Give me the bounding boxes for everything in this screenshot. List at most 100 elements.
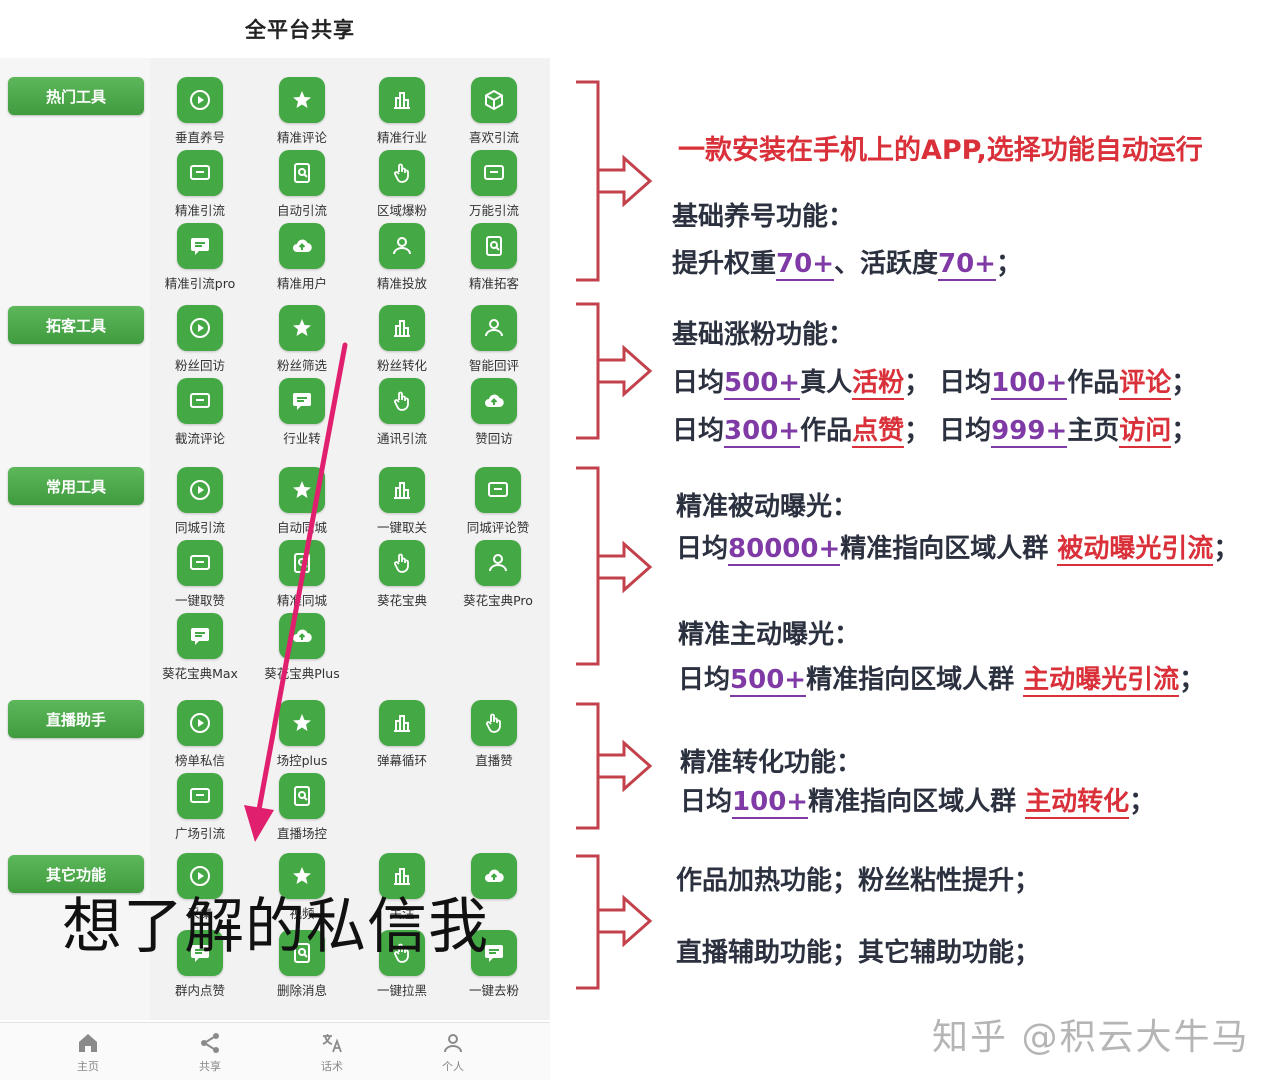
document-search-icon [279, 150, 325, 196]
bar-chart-icon [379, 77, 425, 123]
screen-icon [177, 540, 223, 586]
nav-share[interactable]: 共享 [170, 1031, 250, 1074]
tool-tile[interactable]: 精准用户 [254, 223, 350, 292]
screen-icon [177, 773, 223, 819]
tool-tile[interactable]: 葵花宝典 [354, 540, 450, 609]
brace-arrow-icon [576, 466, 653, 666]
document-search-icon [279, 930, 325, 976]
tool-tile[interactable]: 删除消息 [254, 930, 350, 999]
tool-tile[interactable]: 葵花宝典Pro [450, 540, 546, 609]
page-title: 全平台共享 [245, 18, 355, 42]
note-line: 直播辅助功能；其它辅助功能； [676, 938, 1041, 968]
nav-home[interactable]: 主页 [48, 1031, 128, 1074]
tool-tile[interactable]: 精准引流pro [152, 223, 248, 292]
hand-tap-icon [471, 700, 517, 746]
tool-tile[interactable]: 精准投放 [354, 223, 450, 292]
user-icon [379, 223, 425, 269]
play-icon [177, 77, 223, 123]
tool-tile[interactable]: 自动引流 [254, 150, 350, 219]
screen-icon [475, 467, 521, 513]
chat-icon [279, 378, 325, 424]
share-icon [201, 1033, 219, 1053]
tool-tile[interactable]: 场控plus [254, 700, 350, 769]
note-line: 日均80000+精准指向区域人群 被动曝光引流； [676, 534, 1240, 566]
chat-icon [177, 223, 223, 269]
tool-tile[interactable]: 精准拓客 [446, 223, 542, 292]
cloud-upload-icon [279, 223, 325, 269]
home-icon [79, 1034, 97, 1052]
tool-tile[interactable]: 同城评论赞 [450, 467, 546, 536]
star-icon [279, 853, 325, 899]
tool-tile[interactable]: 精准引流 [152, 150, 248, 219]
overlay-caption: 想了解的私信我 [62, 892, 489, 962]
note-line: 精准转化功能： [680, 748, 863, 778]
hand-tap-icon [379, 378, 425, 424]
bottom-nav: 主页 共享 话术 个人 [0, 1022, 550, 1080]
tool-tile[interactable]: 一键去粉 [446, 930, 542, 999]
note-line: 日均500+真人活粉； 日均100+作品评论； [672, 368, 1198, 400]
tool-tile[interactable]: 精准行业 [354, 77, 450, 146]
tool-tile[interactable]: 直播赞 [446, 700, 542, 769]
note-line: 作品加热功能；粉丝粘性提升； [676, 866, 1041, 896]
star-icon [279, 700, 325, 746]
tool-tile[interactable]: 精准评论 [254, 77, 350, 146]
cube-icon [471, 77, 517, 123]
tool-tile[interactable]: 万能引流 [446, 150, 542, 219]
bar-chart-icon [379, 467, 425, 513]
note-line: 日均500+精准指向区域人群 主动曝光引流； [678, 665, 1206, 697]
tool-tile[interactable]: 视频 [254, 853, 350, 922]
tool-tile[interactable] [446, 853, 542, 899]
bar-chart-icon [379, 305, 425, 351]
tool-tile[interactable]: 垂直养号 [152, 77, 248, 146]
category-other-functions-button[interactable]: 其它功能 [8, 855, 144, 893]
tool-tile[interactable]: 通讯引流 [354, 378, 450, 447]
cloud-upload-icon [471, 378, 517, 424]
cloud-upload-icon [279, 613, 325, 659]
note-line: 提升权重70+、活跃度70+； [672, 249, 1022, 281]
headline: 一款安装在手机上的APP,选择功能自动运行 [678, 135, 1203, 166]
tool-tile[interactable]: 弹幕循环 [354, 700, 450, 769]
document-search-icon [279, 773, 325, 819]
tool-tile[interactable]: 同城引流 [152, 467, 248, 536]
user-icon [475, 540, 521, 586]
nav-scripts[interactable]: 话术 [292, 1031, 372, 1074]
tool-tile[interactable]: 喜欢引流 [446, 77, 542, 146]
tool-tile[interactable]: 截流评论 [152, 378, 248, 447]
tool-tile[interactable]: 赞回访 [446, 378, 542, 447]
feature-annotations: 一款安装在手机上的APP,选择功能自动运行 基础养号功能： 提升权重70+、活跃… [560, 0, 1274, 1080]
tool-tile[interactable]: 行业转 [254, 378, 350, 447]
tool-tile[interactable]: 智能回评 [446, 305, 542, 374]
tool-tile[interactable]: 一键取关 [354, 467, 450, 536]
tool-tile[interactable]: 群内点赞 [152, 930, 248, 999]
tool-tile[interactable]: 广场引流 [152, 773, 248, 842]
note-line: 基础养号功能： [672, 202, 855, 232]
hand-tap-icon [379, 150, 425, 196]
tool-tile[interactable]: 榜单私信 [152, 700, 248, 769]
category-customer-tools-button[interactable]: 拓客工具 [8, 306, 144, 344]
category-hot-tools-button[interactable]: 热门工具 [8, 77, 144, 115]
tool-tile[interactable]: 葵花宝典Plus [254, 613, 350, 682]
category-common-tools-button[interactable]: 常用工具 [8, 467, 144, 505]
tool-tile[interactable]: 自动同城 [254, 467, 350, 536]
user-icon [471, 305, 517, 351]
tool-tile[interactable]: 区域爆粉 [354, 150, 450, 219]
star-icon [279, 305, 325, 351]
tool-tile[interactable]: 精准同城 [254, 540, 350, 609]
brace-arrow-icon [576, 702, 653, 830]
tool-tile[interactable]: 粉丝转化 [354, 305, 450, 374]
brace-arrow-icon [576, 80, 653, 282]
tool-tile[interactable]: 一键拉黑 [354, 930, 450, 999]
tool-tile[interactable]: 采集 [152, 853, 248, 922]
play-icon [177, 700, 223, 746]
category-live-assistant-button[interactable]: 直播助手 [8, 700, 144, 738]
tool-tile[interactable]: 直播场控 [254, 773, 350, 842]
tool-tile[interactable]: 粉丝回访 [152, 305, 248, 374]
tool-tile[interactable]: 关注 [354, 853, 450, 922]
tool-tile[interactable]: 葵花宝典Max [152, 613, 248, 682]
bar-chart-icon [379, 853, 425, 899]
tool-tile[interactable]: 粉丝筛选 [254, 305, 350, 374]
tool-tile[interactable]: 一键取赞 [152, 540, 248, 609]
chat-icon [177, 930, 223, 976]
bar-chart-icon [379, 700, 425, 746]
nav-profile[interactable]: 个人 [413, 1031, 493, 1074]
